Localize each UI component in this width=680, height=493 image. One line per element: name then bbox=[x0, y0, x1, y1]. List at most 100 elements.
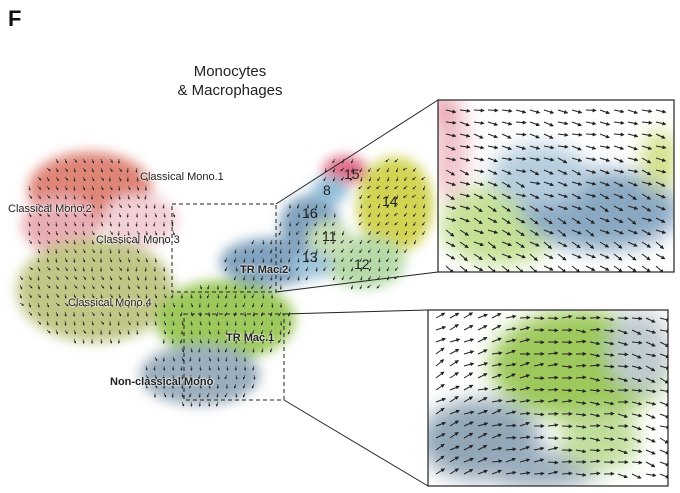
velocity-arrow bbox=[445, 229, 455, 237]
velocity-arrow bbox=[136, 311, 139, 317]
velocity-arrow bbox=[613, 132, 625, 137]
velocity-arrow bbox=[73, 275, 78, 280]
velocity-arrow bbox=[349, 275, 354, 280]
velocity-arrow bbox=[359, 239, 363, 245]
velocity-arrow bbox=[557, 205, 569, 211]
velocity-arrow bbox=[136, 230, 140, 236]
velocity-arrow bbox=[617, 352, 629, 357]
velocity-arrow bbox=[459, 108, 471, 113]
velocity-arrow bbox=[323, 203, 327, 209]
velocity-arrow bbox=[547, 316, 559, 321]
velocity-arrow bbox=[350, 257, 354, 262]
velocity-arrow bbox=[631, 377, 643, 383]
velocity-arrow bbox=[376, 194, 381, 199]
velocity-arrow bbox=[206, 293, 210, 299]
velocity-arrow bbox=[519, 411, 531, 416]
velocity-arrow bbox=[603, 401, 615, 406]
velocity-arrow bbox=[645, 413, 656, 419]
velocity-arrow bbox=[575, 388, 587, 393]
velocity-arrow bbox=[613, 241, 623, 249]
velocity-arrow bbox=[136, 302, 139, 308]
velocity-arrow bbox=[557, 132, 569, 137]
velocity-arrow bbox=[519, 361, 531, 367]
velocity-arrow bbox=[251, 284, 255, 290]
velocity-arrow bbox=[46, 221, 50, 227]
velocity-arrow bbox=[557, 157, 568, 164]
velocity-arrow bbox=[575, 424, 587, 429]
velocity-arrow bbox=[386, 239, 390, 245]
velocity-arrow bbox=[473, 265, 484, 272]
velocity-arrow bbox=[463, 432, 474, 439]
velocity-arrow bbox=[505, 349, 517, 355]
velocity-arrow bbox=[463, 444, 474, 451]
velocity-arrow bbox=[413, 203, 417, 209]
velocity-arrow bbox=[557, 229, 567, 237]
velocity-arrow bbox=[190, 293, 193, 299]
velocity-arrow bbox=[341, 257, 345, 263]
velocity-arrow bbox=[655, 241, 664, 250]
velocity-arrow bbox=[449, 360, 459, 367]
velocity-arrow bbox=[529, 157, 541, 162]
velocity-arrow bbox=[585, 132, 597, 137]
velocity-arrow bbox=[190, 347, 193, 353]
velocity-arrow bbox=[199, 293, 202, 299]
velocity-arrow bbox=[91, 176, 95, 182]
velocity-arrow bbox=[109, 230, 114, 235]
cluster-number-14: 14 bbox=[382, 193, 398, 209]
velocity-arrow bbox=[145, 293, 148, 299]
velocity-arrow bbox=[224, 257, 228, 263]
velocity-arrow bbox=[217, 365, 220, 371]
velocity-arrow bbox=[435, 433, 446, 439]
velocity-arrow bbox=[487, 241, 497, 249]
velocity-arrow bbox=[332, 167, 336, 173]
velocity-arrow bbox=[287, 329, 291, 335]
velocity-arrow bbox=[55, 212, 60, 217]
velocity-arrow bbox=[585, 145, 597, 150]
velocity-arrow bbox=[631, 388, 643, 393]
velocity-arrow bbox=[28, 185, 31, 191]
velocity-arrow bbox=[585, 108, 597, 113]
velocity-arrow bbox=[37, 257, 40, 263]
inset-lower-arrows bbox=[435, 312, 668, 479]
velocity-arrow bbox=[404, 176, 408, 181]
velocity-arrow bbox=[547, 375, 559, 380]
velocity-arrow bbox=[659, 329, 668, 334]
velocity-arrow bbox=[491, 362, 503, 367]
velocity-arrow bbox=[73, 284, 78, 289]
velocity-arrow bbox=[641, 120, 653, 125]
velocity-arrow bbox=[394, 158, 399, 163]
velocity-arrow bbox=[589, 437, 601, 442]
label-classical-mono-2: Classical Mono.2 bbox=[8, 203, 92, 215]
velocity-arrow bbox=[487, 108, 499, 113]
velocity-arrow bbox=[463, 410, 475, 415]
velocity-arrow bbox=[351, 266, 354, 272]
velocity-arrow bbox=[403, 185, 408, 190]
velocity-arrow bbox=[172, 320, 175, 326]
velocity-arrow bbox=[118, 167, 122, 172]
velocity-arrow bbox=[199, 284, 203, 290]
velocity-arrow bbox=[305, 239, 309, 245]
velocity-arrow bbox=[589, 341, 601, 346]
velocity-arrow bbox=[253, 320, 256, 326]
velocity-arrow bbox=[73, 212, 77, 218]
velocity-arrow bbox=[171, 329, 174, 335]
velocity-arrows bbox=[19, 158, 426, 407]
velocity-arrow bbox=[449, 409, 460, 415]
velocity-arrow bbox=[477, 349, 488, 355]
velocity-arrow bbox=[603, 425, 615, 430]
velocity-arrow bbox=[251, 383, 255, 389]
velocity-arrow bbox=[477, 325, 488, 331]
velocity-arrow bbox=[360, 275, 363, 281]
figure-title: Monocytes & Macrophages bbox=[150, 62, 310, 100]
velocity-arrow bbox=[529, 121, 541, 127]
velocity-arrow bbox=[487, 157, 498, 163]
velocity-arrow bbox=[422, 203, 426, 209]
velocity-arrow bbox=[631, 449, 643, 454]
velocity-arrow bbox=[64, 167, 68, 172]
velocity-arrow bbox=[82, 212, 87, 217]
velocity-arrow bbox=[422, 185, 426, 191]
velocity-arrow bbox=[73, 257, 76, 263]
velocity-arrow bbox=[487, 121, 499, 126]
velocity-arrow bbox=[627, 121, 639, 126]
velocity-arrow bbox=[331, 248, 336, 253]
